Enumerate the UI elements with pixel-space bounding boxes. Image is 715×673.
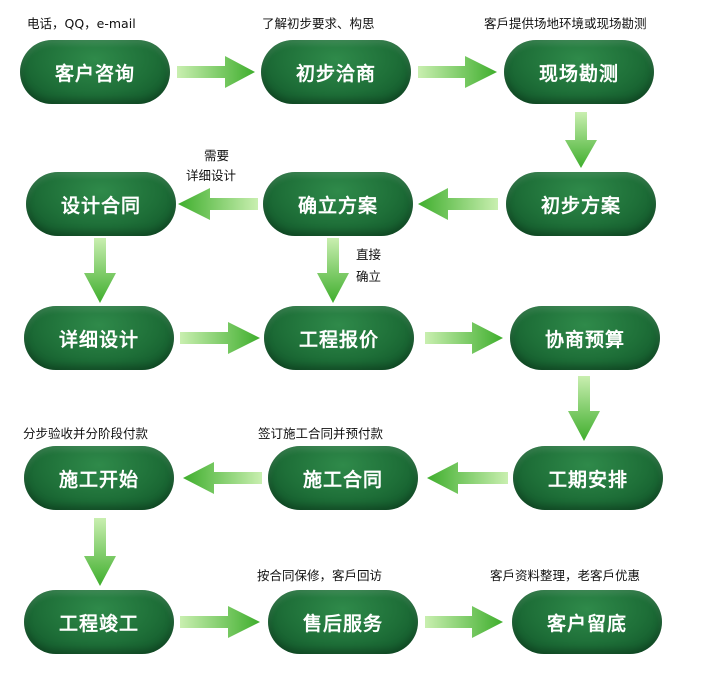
node-sheji-hetong: 设计合同 <box>26 172 176 236</box>
arrow-survey-to-plan <box>565 112 597 168</box>
node-shouhou-fuwu: 售后服务 <box>268 590 418 654</box>
node-gongcheng-jungong: 工程竣工 <box>24 590 174 654</box>
arrow-detail-to-quote <box>180 322 260 354</box>
arrow-completion-to-aftersales <box>180 606 260 638</box>
note-warranty: 按合同保修，客戶回访 <box>257 568 383 583</box>
note-sign: 签订施工合同并预付款 <box>258 426 384 441</box>
node-kehu-liudi: 客户留底 <box>512 590 662 654</box>
arrow-schedule-to-construct-contract <box>427 462 508 494</box>
note-need-detail-1: 需要 <box>204 148 230 163</box>
node-chubu-fangan: 初步方案 <box>506 172 656 236</box>
arrow-confirm-to-quote <box>317 238 349 303</box>
arrow-start-to-completion <box>84 518 116 586</box>
node-xianchang-kance: 现场勘测 <box>504 40 654 104</box>
node-xiangxi-sheji: 详细设计 <box>24 306 174 370</box>
arrow-plan-to-confirm <box>418 188 498 220</box>
node-queli-fangan: 确立方案 <box>263 172 413 236</box>
arrow-contract-to-start <box>183 462 262 494</box>
note-survey: 客戶提供场地环境或现场勘测 <box>484 16 647 31</box>
note-contact: 电话，QQ，e-mail <box>27 16 136 31</box>
node-shigong-kaishi: 施工开始 <box>24 446 174 510</box>
note-direct-2: 确立 <box>356 269 382 284</box>
note-payment: 分步验收并分阶段付款 <box>23 426 149 441</box>
arrow-confirm-to-contract <box>178 188 258 220</box>
note-direct-1: 直接 <box>356 247 382 262</box>
note-understand: 了解初步要求、构思 <box>262 16 375 31</box>
node-shigong-hetong: 施工合同 <box>268 446 418 510</box>
note-need-detail-2: 详细设计 <box>186 168 237 183</box>
arrow-budget-to-schedule <box>568 376 600 441</box>
arrow-consult-to-negotiate <box>177 56 255 88</box>
node-gongcheng-baojia: 工程报价 <box>264 306 414 370</box>
note-archive: 客戶资料整理，老客戶优惠 <box>490 568 641 583</box>
node-xieshang-yusuan: 协商预算 <box>510 306 660 370</box>
arrow-aftersales-to-archive <box>425 606 503 638</box>
arrow-negotiate-to-survey <box>418 56 497 88</box>
node-kehu-zixun: 客户咨询 <box>20 40 170 104</box>
arrow-contract-to-detail <box>84 238 116 303</box>
node-chubu-qiashang: 初步洽商 <box>261 40 411 104</box>
arrow-quote-to-budget <box>425 322 503 354</box>
node-gongqi-anpai: 工期安排 <box>513 446 663 510</box>
